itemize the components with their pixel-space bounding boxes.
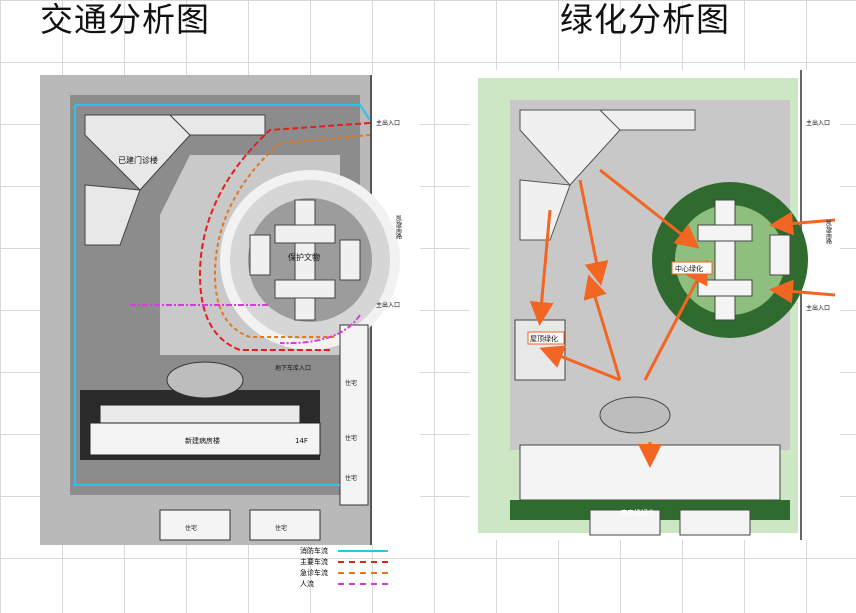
traffic-analysis-plan: 已建门诊楼 保护文物 新建病房楼 14F 主出入口 主出入口 地下车库入口 住宅… bbox=[40, 75, 420, 545]
legend-pedestrian-label: 人流 bbox=[300, 579, 314, 588]
main-vehicle-flow bbox=[198, 122, 371, 351]
pedestrian-flow bbox=[279, 314, 361, 345]
green-main-entrance-label: 主出入口 bbox=[806, 119, 830, 127]
existing-clinic-building bbox=[84, 114, 266, 246]
green-road-name-label: 凯旋南路 bbox=[825, 219, 832, 245]
legend-emergency-label: 急诊车流 bbox=[300, 568, 328, 577]
emergency-vehicle-flow bbox=[213, 134, 371, 338]
legend-fire-label: 消防车流 bbox=[300, 546, 328, 555]
residential-bottom-label-1: 住宅 bbox=[185, 524, 197, 532]
center-green-label: 中心绿化 bbox=[675, 264, 703, 273]
new-ward-label: 新建病房楼 bbox=[185, 436, 220, 445]
roof-green-label: 屋顶绿化 bbox=[530, 334, 558, 343]
residential-bottom-label-2: 住宅 bbox=[275, 524, 287, 532]
green-analysis-title: 绿化分析图 bbox=[560, 0, 730, 39]
green-secondary-entrance-label: 主出入口 bbox=[806, 304, 830, 312]
main-entrance-label: 主出入口 bbox=[376, 119, 400, 127]
existing-clinic-label: 已建门诊楼 bbox=[118, 155, 158, 165]
roof-green-building bbox=[514, 319, 566, 381]
road-name-label: 凯旋南路 bbox=[395, 214, 402, 240]
legend-main-swatch bbox=[338, 560, 388, 563]
residential-label-3: 住宅 bbox=[345, 474, 357, 482]
green-existing-clinic bbox=[519, 109, 696, 241]
new-ward-building bbox=[80, 361, 321, 460]
fire-lane-flow bbox=[75, 104, 371, 121]
green-analysis-plan: 屋顶绿化 中心绿化 病房楼绿化 主出入口 主出入口 凯旋南路 bbox=[470, 70, 840, 540]
traffic-legend: 消防车流 主要车流 急诊车流 人流 bbox=[300, 545, 410, 589]
protected-relic-label: 保护文物 bbox=[288, 252, 320, 262]
legend-main-label: 主要车流 bbox=[300, 557, 328, 566]
traffic-analysis-title: 交通分析图 bbox=[40, 0, 210, 39]
underground-entrance-label: 地下车库入口 bbox=[275, 364, 311, 372]
residential-label-2: 住宅 bbox=[345, 434, 357, 442]
ward-green-label: 病房楼绿化 bbox=[620, 508, 655, 517]
residential-label-1: 住宅 bbox=[345, 379, 357, 387]
floors-label: 14F bbox=[295, 437, 308, 445]
legend-pedestrian-swatch bbox=[338, 582, 388, 585]
secondary-entrance-label: 主出入口 bbox=[376, 301, 400, 309]
legend-fire-swatch bbox=[338, 549, 388, 552]
legend-emergency-swatch bbox=[338, 571, 388, 574]
green-arrows bbox=[529, 168, 836, 468]
